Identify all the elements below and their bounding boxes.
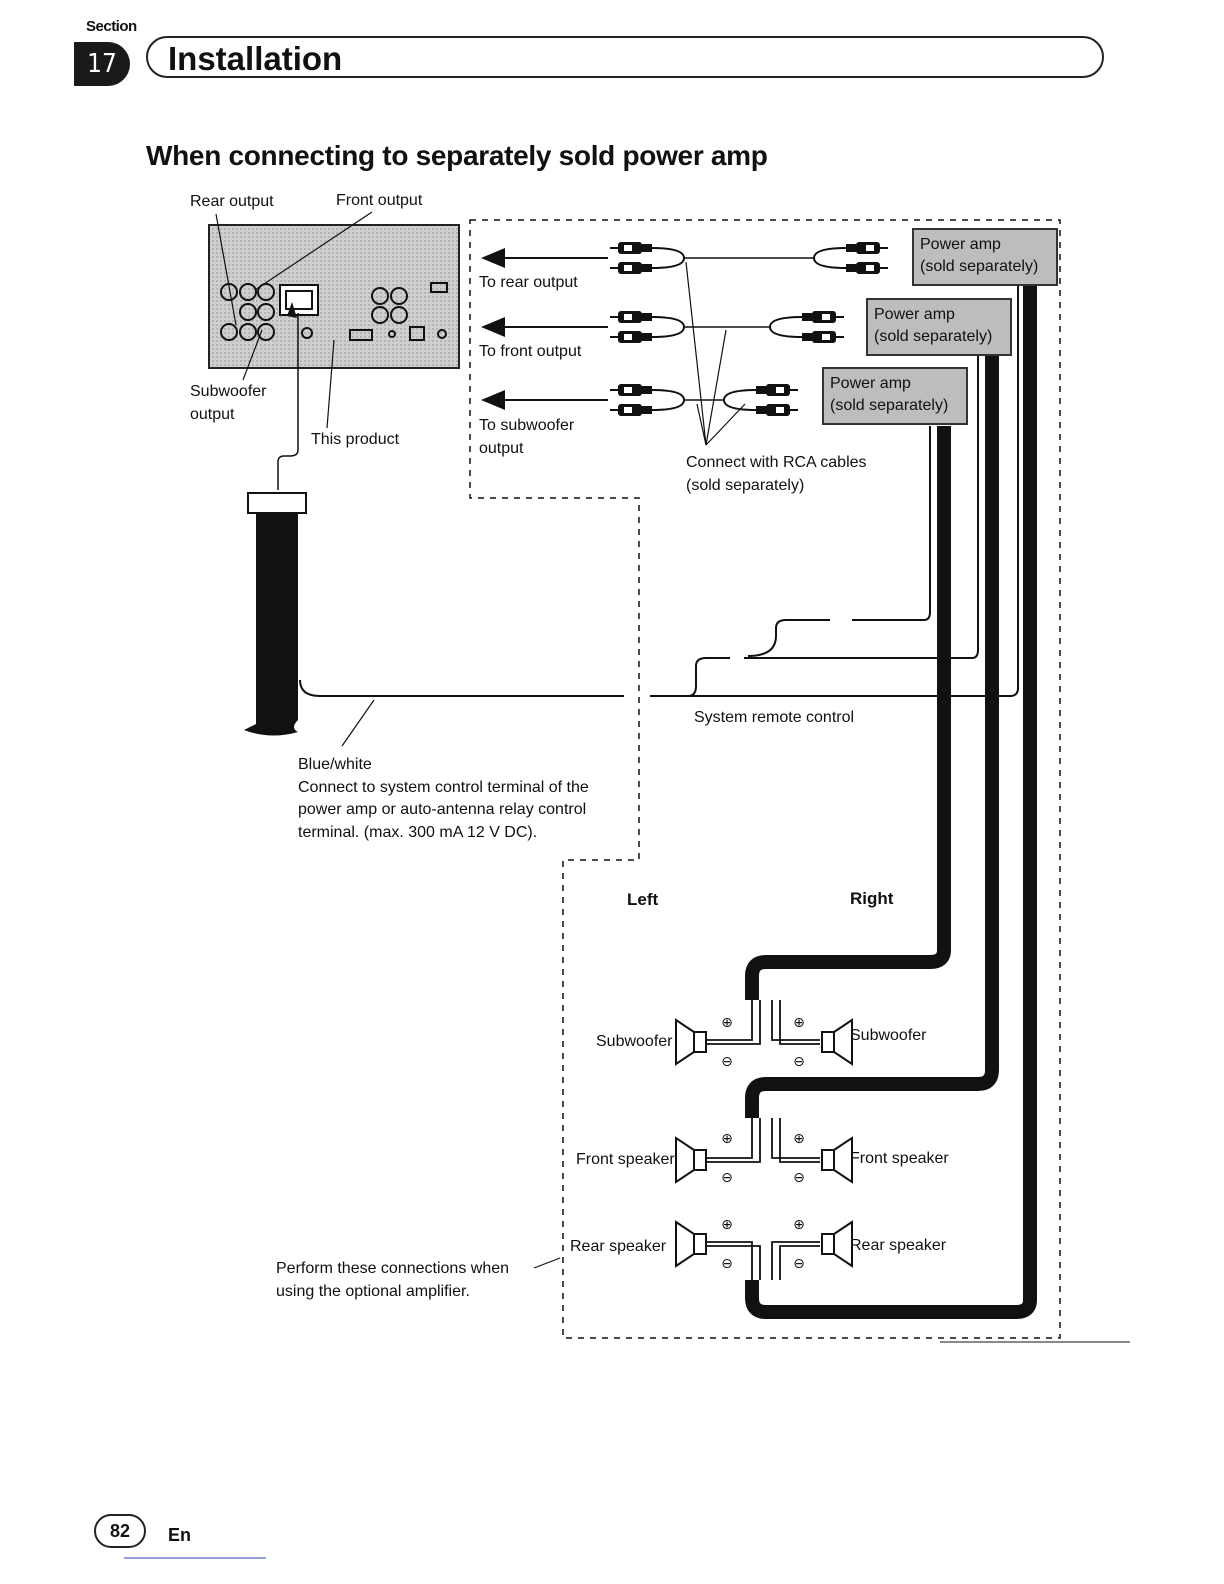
- front-speaker-right-label: Front speaker: [850, 1150, 949, 1167]
- section-heading: When connecting to separately sold power…: [146, 140, 768, 171]
- rca-cables-label-line1: Connect with RCA cables: [686, 454, 867, 471]
- power-amp-sold-separately: (sold separately): [874, 328, 993, 345]
- subwoofer-output-label-line1: Subwoofer: [190, 383, 267, 400]
- rear-speaker-left-label: Rear speaker: [570, 1238, 667, 1255]
- svg-text:⊖: ⊖: [721, 1256, 733, 1272]
- speaker-pair-front: [675, 1118, 853, 1183]
- svg-text:⊖: ⊖: [793, 1054, 805, 1070]
- power-amp-label: Power amp: [874, 306, 955, 323]
- language-label: En: [168, 1525, 192, 1545]
- polarity-symbols: ⊕ ⊕ ⊖ ⊖ ⊕ ⊕ ⊖ ⊖ ⊕ ⊕ ⊖ ⊖: [721, 1015, 805, 1272]
- power-amp-front: Power amp (sold separately): [866, 298, 1012, 356]
- power-amp-sold-separately: (sold separately): [830, 397, 949, 414]
- subwoofer-left-label: Subwoofer: [596, 1033, 673, 1050]
- rear-output-label: Rear output: [190, 193, 274, 210]
- svg-text:⊕: ⊕: [793, 1015, 805, 1031]
- svg-text:⊖: ⊖: [721, 1054, 733, 1070]
- title-bar: [146, 36, 1104, 78]
- svg-text:⊖: ⊖: [721, 1170, 733, 1186]
- to-subwoofer-output-label-line2: output: [479, 440, 524, 457]
- rca-plug-group-sub: [609, 383, 686, 417]
- page-title: Installation: [168, 40, 343, 77]
- optional-amp-note-line1: Perform these connections when: [276, 1260, 510, 1277]
- subwoofer-right-label: Subwoofer: [850, 1027, 927, 1044]
- rear-speaker-right-label: Rear speaker: [850, 1237, 947, 1254]
- optional-amp-note-line2: using the optional amplifier.: [276, 1283, 470, 1300]
- svg-text:⊕: ⊕: [721, 1217, 733, 1233]
- remote-note-line1: Connect to system control terminal of th…: [298, 779, 589, 796]
- remote-note-line3: terminal. (max. 300 mA 12 V DC).: [298, 824, 538, 841]
- page-number: 82: [94, 1514, 146, 1548]
- svg-text:⊕: ⊕: [793, 1217, 805, 1233]
- left-channel-label: Left: [627, 890, 659, 909]
- subwoofer-output-label-line2: output: [190, 406, 235, 423]
- section-number-badge: 17: [74, 42, 130, 86]
- rca-plug-group-rear: [609, 241, 686, 275]
- rca-plug-group-front: [609, 310, 686, 344]
- right-channel-label: Right: [850, 889, 894, 908]
- front-speaker-left-label: Front speaker: [576, 1151, 675, 1168]
- speaker-pair-subwoofer: [675, 1000, 853, 1065]
- to-rear-output-label: To rear output: [479, 274, 578, 291]
- section-label: Section: [86, 18, 137, 35]
- rca-cables-label-line2: (sold separately): [686, 477, 805, 494]
- svg-text:⊕: ⊕: [721, 1015, 733, 1031]
- power-amp-subwoofer: Power amp (sold separately): [822, 367, 968, 425]
- to-front-output-label: To front output: [479, 343, 582, 360]
- svg-text:⊕: ⊕: [793, 1131, 805, 1147]
- remote-note-line2: power amp or auto-antenna relay control: [298, 801, 587, 818]
- system-remote-control-label: System remote control: [694, 709, 855, 726]
- power-amp-label: Power amp: [830, 375, 911, 392]
- svg-text:⊕: ⊕: [721, 1131, 733, 1147]
- wire-color-label: Blue/white: [298, 756, 372, 773]
- svg-text:⊖: ⊖: [793, 1170, 805, 1186]
- front-output-label: Front output: [336, 192, 423, 209]
- to-subwoofer-output-label-line1: To subwoofer: [479, 417, 575, 434]
- power-amp-label: Power amp: [920, 236, 1001, 253]
- this-product-label: This product: [311, 431, 400, 448]
- speaker-pair-rear: [675, 1221, 853, 1280]
- svg-text:⊖: ⊖: [793, 1256, 805, 1272]
- power-amp-rear: Power amp (sold separately): [912, 228, 1058, 286]
- power-amp-sold-separately: (sold separately): [920, 258, 1039, 275]
